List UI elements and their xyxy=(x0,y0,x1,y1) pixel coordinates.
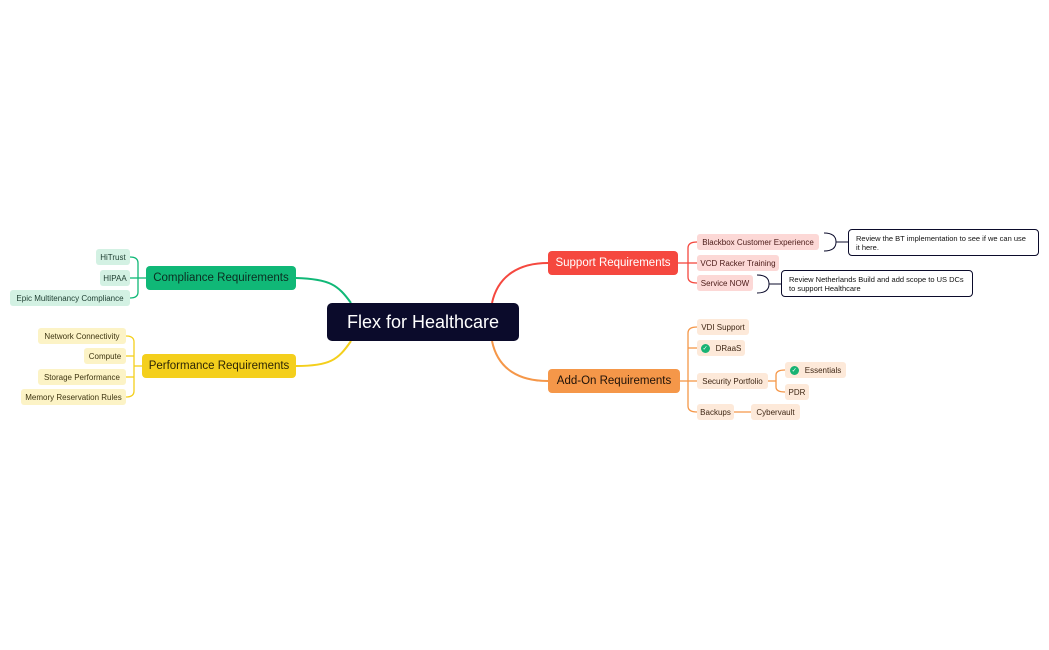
note-netherlands-build[interactable]: Review Netherlands Build and add scope t… xyxy=(781,270,973,297)
check-circle-icon: ✓ xyxy=(789,365,799,375)
support-bracket xyxy=(678,241,698,284)
subtopic-network-connectivity[interactable]: Network Connectivity xyxy=(38,328,126,344)
connector-central-support xyxy=(491,262,549,304)
subtopic-memory-reservation[interactable]: Memory Reservation Rules xyxy=(21,389,126,405)
performance-requirements-topic[interactable]: Performance Requirements xyxy=(142,354,296,378)
connector-central-addon xyxy=(491,340,549,382)
subtopic-pdr[interactable]: PDR xyxy=(785,384,809,400)
subtopic-backups[interactable]: Backups xyxy=(697,404,734,420)
addon-requirements-topic[interactable]: Add-On Requirements xyxy=(548,369,680,393)
subtopic-essentials[interactable]: ✓ Essentials xyxy=(785,362,846,378)
subtopic-vdi-support[interactable]: VDI Support xyxy=(697,319,749,335)
connector-central-compliance xyxy=(295,277,352,304)
subtopic-cybervault[interactable]: Cybervault xyxy=(751,404,800,420)
subtopic-compute[interactable]: Compute xyxy=(84,348,126,364)
subtopic-security-portfolio[interactable]: Security Portfolio xyxy=(697,373,768,389)
subtopic-hitrust[interactable]: HiTrust xyxy=(96,249,130,265)
note-braces xyxy=(756,232,848,294)
subtopic-essentials-label: Essentials xyxy=(804,365,842,375)
support-requirements-topic[interactable]: Support Requirements xyxy=(548,251,678,275)
connector-central-performance xyxy=(295,340,352,367)
performance-bracket xyxy=(124,335,142,398)
subtopic-blackbox-cx[interactable]: Blackbox Customer Experience xyxy=(697,234,819,250)
central-topic[interactable]: Flex for Healthcare xyxy=(327,303,519,341)
subtopic-draas-label: DRaaS xyxy=(715,343,742,353)
subtopic-vcd-racker-training[interactable]: VCD Racker Training xyxy=(697,255,779,271)
subtopic-hipaa[interactable]: HIPAA xyxy=(100,270,130,286)
check-circle-icon: ✓ xyxy=(700,343,710,353)
note-bt-implementation[interactable]: Review the BT implementation to see if w… xyxy=(848,229,1039,256)
subtopic-storage-performance[interactable]: Storage Performance xyxy=(38,369,126,385)
compliance-requirements-topic[interactable]: Compliance Requirements xyxy=(146,266,296,290)
subtopic-epic-multitenancy[interactable]: Epic Multitenancy Compliance xyxy=(10,290,130,306)
subtopic-service-now[interactable]: Service NOW xyxy=(697,275,753,291)
addon-bracket xyxy=(680,326,786,413)
compliance-bracket xyxy=(129,256,146,299)
subtopic-draas[interactable]: ✓ DRaaS xyxy=(697,340,745,356)
